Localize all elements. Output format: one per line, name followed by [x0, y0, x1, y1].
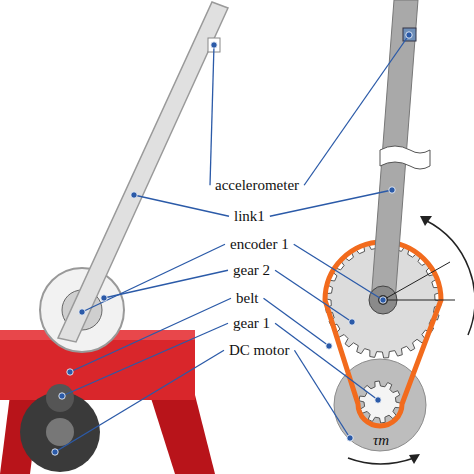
leader-line [62, 323, 228, 396]
arrowhead [409, 454, 420, 464]
leader-line [104, 270, 228, 298]
photo-gear2 [40, 268, 124, 352]
leader-dot [211, 42, 217, 48]
photo-ground [0, 0, 240, 474]
part-label: encoder 1 [229, 236, 290, 253]
frame-leg [150, 395, 215, 474]
part-label: gear 1 [232, 315, 271, 332]
leader-dot [389, 187, 395, 193]
leader-line [55, 350, 224, 452]
leader-line [134, 195, 229, 216]
leader-line [270, 190, 392, 216]
break-mark [380, 146, 430, 169]
reference-line [383, 262, 450, 300]
torque-symbol: τm [372, 432, 390, 449]
leader-dot [79, 309, 85, 315]
leader-dot [67, 369, 73, 375]
leader-line [294, 350, 350, 438]
leader-line [275, 323, 378, 400]
photo-link [58, 2, 228, 342]
leader-dot [52, 449, 58, 455]
accelerometer-drawing [403, 28, 416, 41]
leader-dot [326, 343, 332, 349]
angle-arc [425, 220, 474, 335]
leader-dot [101, 295, 107, 301]
part-label: belt [235, 290, 260, 307]
leader-line [82, 244, 225, 312]
pivot [378, 295, 388, 305]
leader-dot [131, 192, 137, 198]
leader-dot [349, 319, 355, 325]
leader-dot [59, 393, 65, 399]
part-label: gear 2 [232, 262, 271, 279]
leader-line [210, 45, 214, 185]
arrowhead [420, 216, 432, 226]
part-label: link1 [233, 208, 266, 225]
leader-line [304, 35, 409, 185]
leader-dot [375, 397, 381, 403]
leader-dot [380, 297, 386, 303]
photo-gear1 [46, 384, 74, 412]
leader-dot [347, 435, 353, 441]
leader-dot [406, 32, 412, 38]
part-label: DC motor [228, 342, 290, 359]
gear-drawing [359, 381, 401, 423]
part-label: accelerometer [214, 177, 300, 194]
photo-motor-hub [46, 418, 74, 446]
leader-line [275, 270, 352, 322]
torque-arc [348, 458, 414, 464]
reference-line [383, 300, 455, 301]
